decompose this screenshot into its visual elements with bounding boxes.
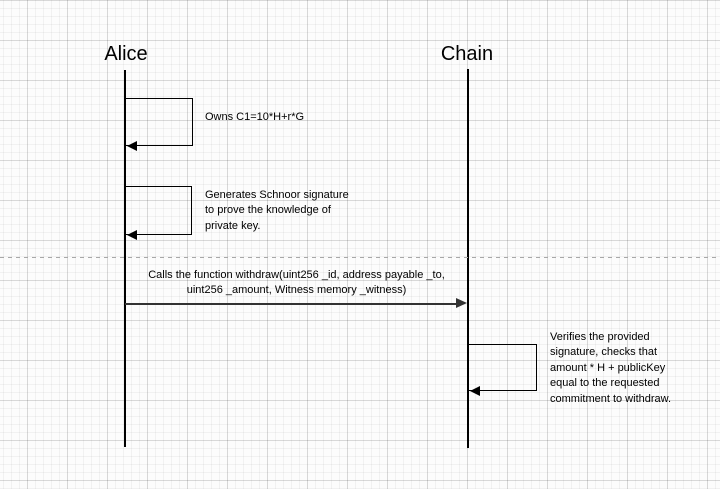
self-loop-chain-1 [468,344,537,391]
arrowhead-left-icon [127,230,137,240]
message-line-alice-to-chain [125,303,458,305]
arrowhead-left-icon [470,386,480,396]
arrowhead-right-icon [456,298,467,308]
lifeline-chain [467,69,469,448]
self-loop-note-schnoor-signature: Generates Schnoor signature to prove the… [205,189,349,232]
self-loop-alice-1 [125,98,193,146]
dashed-separator-line [0,257,720,258]
self-loop-note-owns-commitment: Owns C1=10*H+r*G [205,111,305,123]
actor-label-alice: Alice [104,43,148,65]
arrowhead-left-icon [127,141,137,151]
message-label-withdraw-call: Calls the function withdraw(uint256 _id,… [148,269,445,296]
self-loop-alice-2 [125,186,192,235]
self-loop-note-verify-signature: Verifies the provided signature, checks … [550,331,672,405]
actor-label-chain: Chain [440,43,494,65]
lifeline-alice [124,70,126,447]
